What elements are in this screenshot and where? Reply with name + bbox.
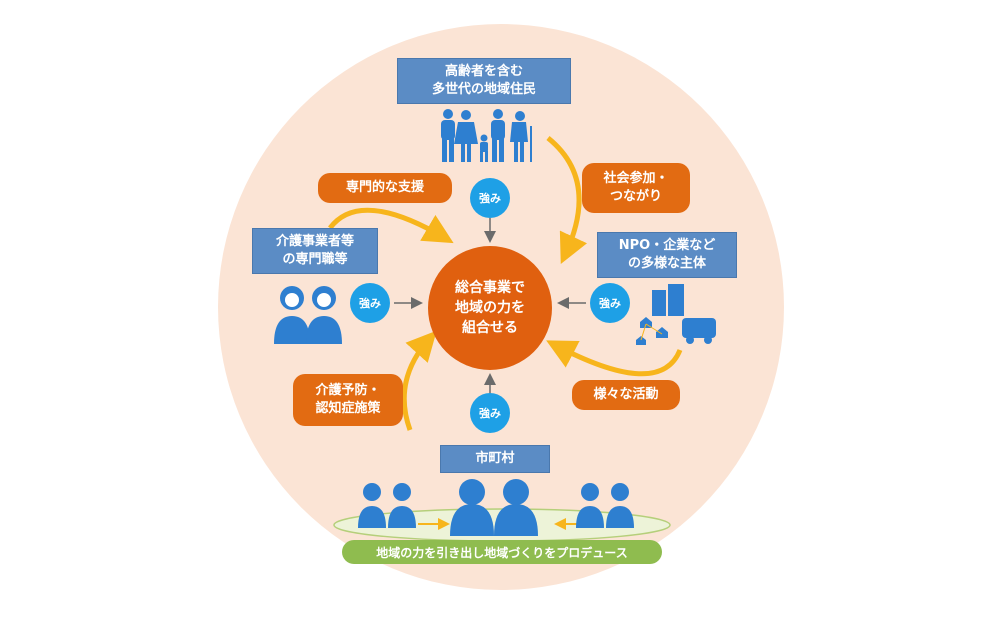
prevention-line-1: 介護予防・	[315, 383, 381, 398]
label-specialist-support: 専門的な支援	[318, 173, 452, 203]
care-workers-icon	[274, 286, 342, 344]
curve-top-right	[546, 136, 588, 265]
strength-badge-right: 強み	[590, 283, 630, 323]
residents-line-2: 多世代の地域住民	[431, 82, 536, 97]
specialist-support-text: 専門的な支援	[345, 180, 424, 195]
label-prevention: 介護予防・ 認知症施策	[293, 374, 403, 426]
social-participation-line-2: つながり	[609, 189, 662, 204]
care-line-2: の専門職等	[282, 252, 348, 267]
prevention-line-2: 認知症施策	[315, 401, 381, 416]
municipality-text: 市町村	[475, 451, 515, 466]
municipality-box: 市町村	[440, 445, 550, 473]
center-line-2: 地域の力を	[455, 300, 525, 316]
social-participation-line-1: 社会参加・	[603, 171, 669, 186]
strength-badge-left: 強み	[350, 283, 390, 323]
label-activities: 様々な活動	[572, 380, 680, 410]
strength-text: 強み	[479, 407, 501, 420]
strength-badge-bottom: 強み	[470, 393, 510, 433]
center-line-1: 総合事業で	[455, 280, 525, 296]
residents-line-1: 高齢者を含む	[444, 64, 523, 79]
strength-text: 強み	[359, 297, 381, 310]
bottom-banner: 地域の力を引き出し地域づくりをプロデュース	[342, 540, 662, 564]
npo-line-1: NPO・企業など	[618, 238, 716, 253]
curve-top-left	[328, 207, 454, 244]
center-line-3: 組合せる	[462, 320, 518, 336]
strength-text: 強み	[479, 192, 501, 205]
residents-box: 高齢者を含む 多世代の地域住民	[397, 58, 571, 104]
curve-bottom-right	[546, 340, 683, 377]
label-social-participation: 社会参加・ つながり	[582, 163, 690, 213]
activities-text: 様々な活動	[593, 387, 659, 402]
strength-badge-top: 強み	[470, 178, 510, 218]
city-icon	[636, 284, 716, 345]
officials-icon	[358, 479, 634, 536]
npo-line-2: の多様な主体	[627, 256, 706, 271]
care-line-1: 介護事業者等	[275, 234, 354, 249]
curve-bottom-left	[401, 330, 437, 431]
center-circle: 総合事業で 地域の力を 組合せる	[428, 246, 552, 370]
npo-box: NPO・企業など の多様な主体	[597, 232, 737, 278]
family-icon	[441, 109, 532, 162]
care-providers-box: 介護事業者等 の専門職等	[252, 228, 378, 274]
bottom-banner-text: 地域の力を引き出し地域づくりをプロデュース	[376, 545, 628, 560]
strength-text: 強み	[599, 297, 621, 310]
